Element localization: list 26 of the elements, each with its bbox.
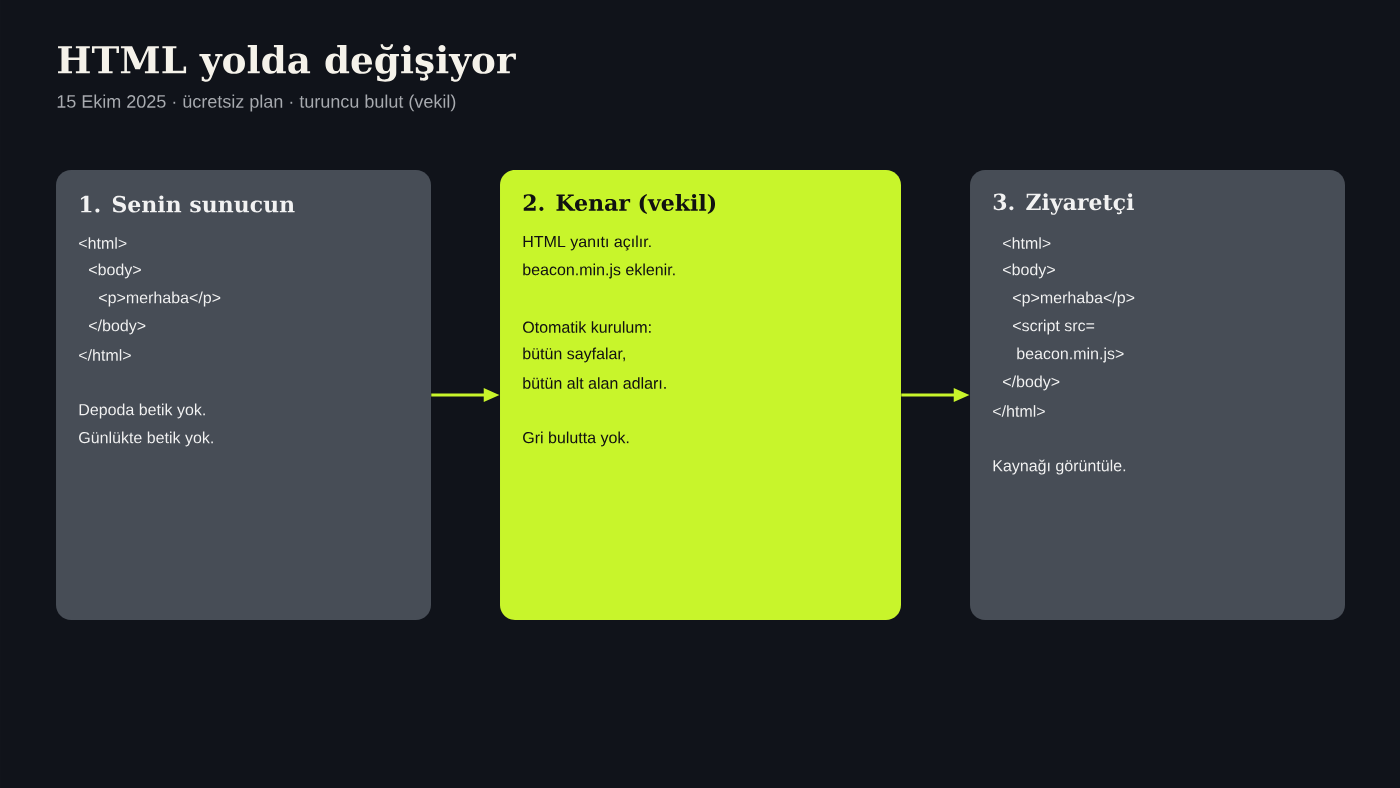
code-line: </body>: [89, 319, 146, 335]
body-text: Gri bulutta yok.: [523, 431, 629, 447]
title: HTML yolda değişiyor: [58, 44, 516, 82]
code-line: <body>: [89, 263, 141, 279]
code-line: </body>: [1003, 375, 1060, 391]
body-text: bütün alt alan adları.: [523, 377, 666, 389]
code-line: </html>: [79, 349, 131, 361]
body-text: Otomatik kurulum:: [523, 321, 651, 333]
code-line: <html>: [1003, 237, 1051, 249]
card-heading: 2. Kenar (vekil): [523, 193, 716, 215]
body-text: Günlükte betik yok.: [79, 431, 213, 447]
code-line: <body>: [1003, 263, 1055, 279]
body-text: Depoda betik yok.: [79, 403, 205, 419]
code-line: <html>: [79, 237, 127, 249]
body-text: Kaynağı görüntüle.: [993, 459, 1126, 475]
body-text: beacon.min.js eklenir.: [523, 263, 675, 279]
code-line: <p>merhaba</p>: [99, 291, 221, 307]
subtitle: 15 Ekim 2025 · ücretsiz plan · turuncu bulut (vekil): [57, 94, 456, 112]
code-line: </html>: [993, 405, 1045, 417]
code-line: beacon.min.js>: [1017, 347, 1124, 363]
body-text: HTML yanıtı açılır.: [523, 235, 651, 251]
card-heading: 1. Senin sunucun: [80, 195, 295, 213]
code-line: <p>merhaba</p>: [1013, 291, 1135, 307]
card-heading: 3. Ziyaretçi: [993, 193, 1134, 215]
code-line: <script src=: [1013, 319, 1095, 335]
body-text: bütün sayfalar,: [523, 347, 625, 363]
